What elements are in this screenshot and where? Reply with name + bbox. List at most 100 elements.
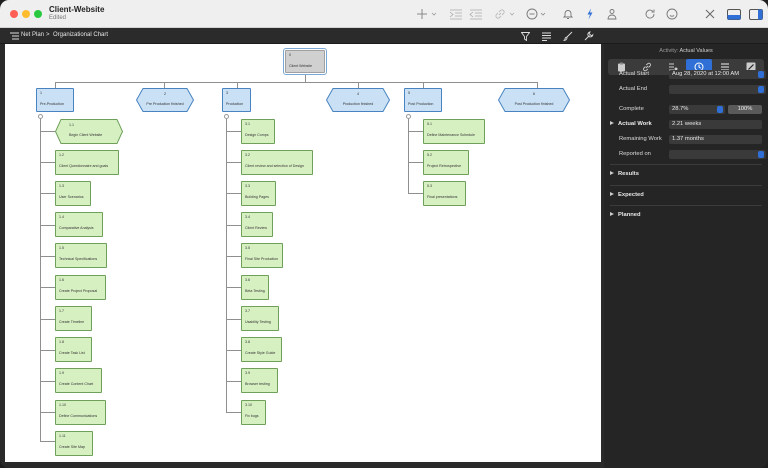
node-number: 1 [40, 91, 42, 95]
node-task[interactable]: 3.9 Browser testing [241, 368, 278, 393]
reported-on-stepper[interactable] [758, 151, 764, 158]
node-task[interactable]: 5.1 Define Maintenance Schedule [423, 119, 485, 144]
node-summary[interactable]: 1 Pre-Production [36, 88, 74, 112]
node-task[interactable]: 3.10 Fix bugs [241, 400, 266, 425]
collapse-toggle[interactable] [224, 114, 229, 119]
wrench-icon[interactable] [583, 30, 595, 42]
add-chevron-icon[interactable] [430, 6, 438, 22]
connector [55, 82, 56, 88]
node-summary[interactable]: 3 Production [222, 88, 251, 112]
smiley-icon[interactable] [664, 6, 680, 22]
node-task[interactable]: 1.10 Define Communications [55, 400, 106, 425]
split-view-icon[interactable] [726, 6, 742, 22]
section-expected[interactable]: Expected [610, 192, 644, 198]
tab-dependencies[interactable] [634, 59, 660, 75]
node-task[interactable]: 1.7 Create Timeline [55, 306, 92, 331]
connector [40, 319, 55, 320]
connector [226, 119, 227, 413]
node-task[interactable]: 1.6 Create Project Proposal [55, 275, 106, 300]
disclosure-triangle-icon [610, 212, 614, 217]
node-task[interactable]: 1.3 User Scenarios [55, 181, 91, 206]
node-task[interactable]: 3.6 Beta Testing [241, 275, 269, 300]
section-results[interactable]: Results [610, 171, 639, 177]
breadcrumb-organizational-chart[interactable]: Organizational Chart [53, 32, 109, 38]
node-number: 1.9 [59, 371, 64, 375]
node-task[interactable]: 3.5 Final Site Production [241, 243, 283, 268]
tools-icon[interactable] [702, 6, 718, 22]
node-task[interactable]: 1.2 Client Questionnaire and goals [55, 150, 119, 175]
breadcrumb-net-plan[interactable]: Net Plan [21, 32, 45, 38]
node-number: 3.9 [245, 371, 250, 375]
minimize-window-button[interactable] [22, 10, 30, 18]
actual-start-value: Aug 28, 2020 at 12:00 AM [672, 71, 740, 77]
actual-end-stepper[interactable] [758, 86, 764, 93]
node-task[interactable]: 3.1 Design Comps [241, 119, 275, 144]
add-icon[interactable] [414, 6, 430, 22]
node-task[interactable]: 1.4 Comparative Analysis [55, 212, 103, 237]
close-window-button[interactable] [10, 10, 18, 18]
connector [408, 162, 423, 163]
inspector-toggle-icon[interactable] [748, 6, 764, 22]
disclosure-triangle-icon [610, 121, 614, 126]
actual-work-field[interactable]: 2.21 weeks [669, 120, 762, 129]
refresh-icon[interactable] [642, 6, 658, 22]
filter-icon[interactable] [519, 30, 531, 42]
node-task[interactable]: 3.7 Usability Testing [241, 306, 279, 331]
person-icon[interactable] [604, 6, 620, 22]
zoom-window-button[interactable] [34, 10, 42, 18]
node-label: Create Task List [59, 351, 85, 355]
actual-start-stepper[interactable] [758, 71, 764, 78]
complete-100-button[interactable]: 100% [728, 105, 762, 114]
complete-stepper[interactable] [717, 106, 723, 113]
connector [226, 350, 241, 351]
collapse-toggle[interactable] [38, 114, 43, 119]
node-number: 1.4 [59, 215, 64, 219]
outdent-icon[interactable] [468, 6, 484, 22]
actual-work-label[interactable]: Actual Work [610, 121, 652, 127]
node-task[interactable]: 1.8 Create Task List [55, 337, 92, 362]
actual-work-label-text: Actual Work [618, 121, 652, 127]
complete-field[interactable]: 28.7% [669, 105, 725, 114]
lightning-icon[interactable] [584, 6, 596, 22]
indent-icon[interactable] [448, 6, 464, 22]
node-task[interactable]: 3.4 Client Review [241, 212, 273, 237]
connector [408, 119, 409, 194]
reported-on-field[interactable] [669, 150, 766, 159]
tab-notes[interactable] [738, 59, 764, 75]
section-planned[interactable]: Planned [610, 212, 641, 218]
connector [40, 350, 55, 351]
node-root[interactable]: 0 Client Website [283, 48, 327, 75]
node-summary[interactable]: 5 Post Production [404, 88, 442, 112]
collapse-toggle[interactable] [406, 114, 411, 119]
text-format-icon[interactable] [540, 30, 552, 42]
node-task[interactable]: 1.11 Create Site Map [55, 431, 93, 456]
node-task[interactable]: 3.2 Client review and selection of Desig… [241, 150, 313, 175]
outline-icon[interactable] [8, 30, 20, 42]
node-task[interactable]: 1.5 Technical Specifications [55, 243, 107, 268]
link-chevron-icon[interactable] [508, 6, 516, 22]
node-task[interactable]: 3.8 Create Style Guide [241, 337, 282, 362]
remaining-work-field[interactable]: 1.37 months [669, 135, 762, 144]
more-options-icon[interactable] [525, 6, 539, 22]
node-task[interactable]: 3.3 Building Pages [241, 181, 276, 206]
brush-icon[interactable] [562, 30, 574, 42]
actual-end-field[interactable] [669, 85, 766, 94]
tab-info[interactable] [608, 59, 634, 75]
more-chevron-icon[interactable] [539, 6, 547, 22]
node-number: 4 [357, 92, 359, 96]
node-task[interactable]: 5.2 Project Retrospective [423, 150, 469, 175]
actual-start-field[interactable]: Aug 28, 2020 at 12:00 AM [669, 70, 766, 79]
link-icon[interactable] [492, 6, 508, 22]
connector [226, 412, 241, 413]
node-task[interactable]: 5.3 Final presentations [423, 181, 466, 206]
bell-icon[interactable] [560, 6, 576, 22]
node-task[interactable]: 1.9 Create Content Chart [55, 368, 102, 393]
node-label: Create Timeline [59, 320, 85, 324]
remaining-work-label: Remaining Work [619, 136, 662, 142]
